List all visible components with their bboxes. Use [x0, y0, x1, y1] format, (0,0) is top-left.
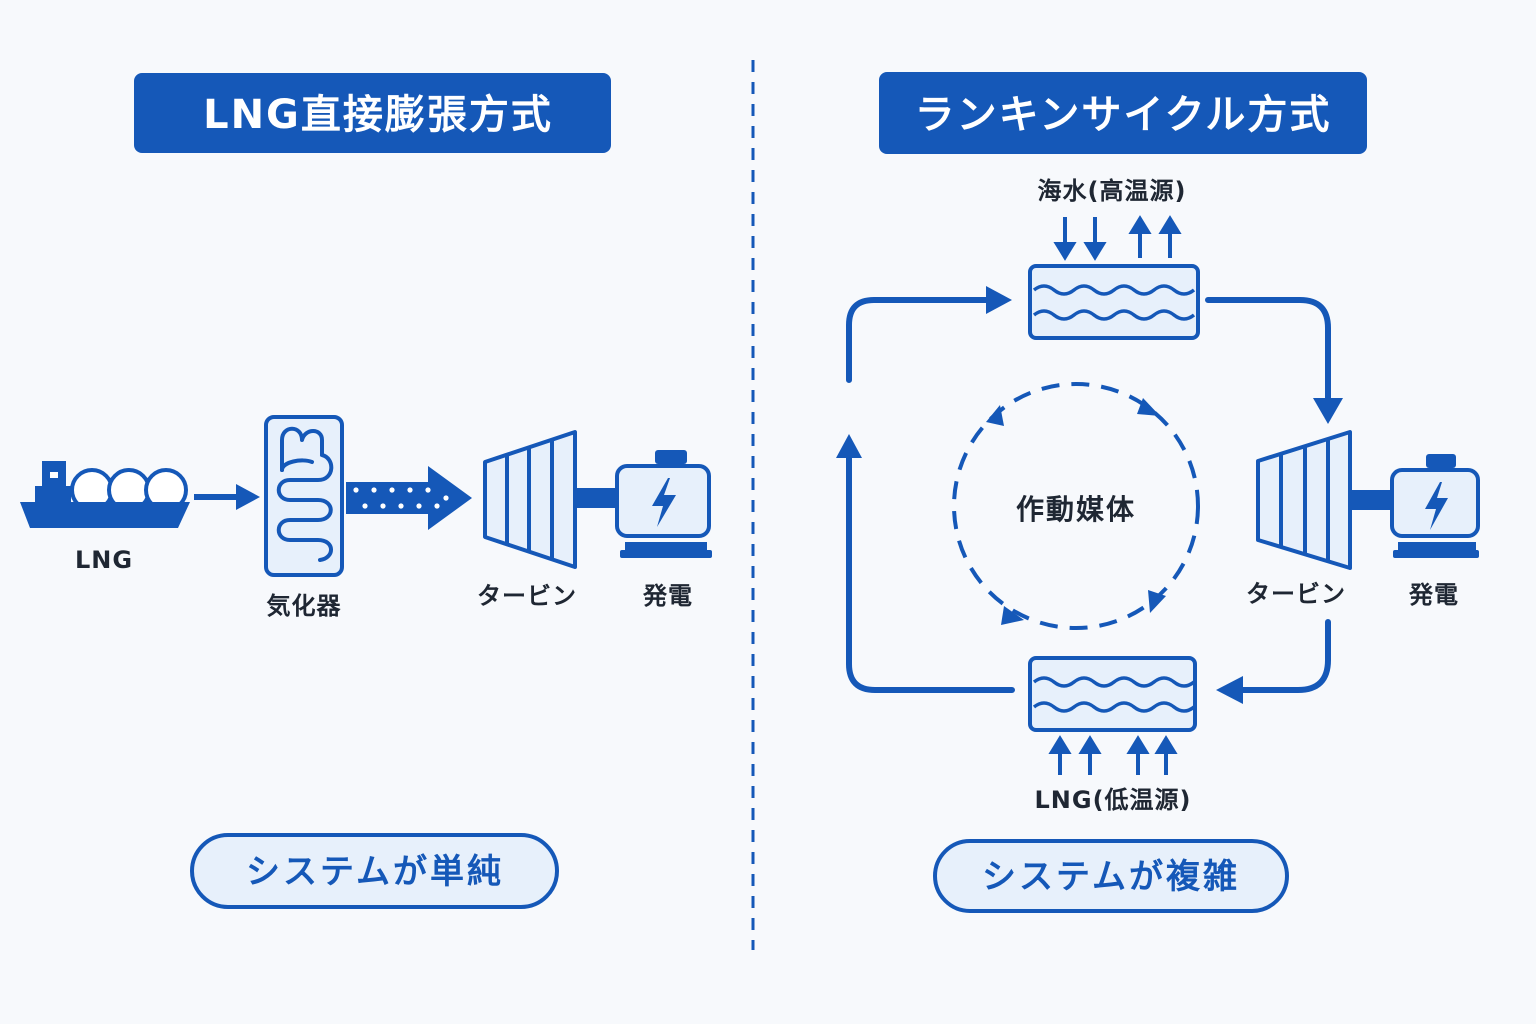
left-summary-badge: システムが単純	[190, 833, 559, 909]
left-summary-text: システムが単純	[246, 852, 504, 892]
heat-exchanger-icon	[1028, 264, 1200, 340]
vaporizer-label: 気化器	[267, 592, 342, 620]
right-title-banner: ランキンサイクル方式	[879, 72, 1367, 154]
lng-in-arrows	[1048, 735, 1178, 775]
cycle-arrowheads	[836, 286, 1343, 704]
left-title: LNG直接膨張方式	[203, 92, 553, 138]
shaft	[575, 488, 617, 508]
generator-icon	[1390, 454, 1480, 558]
turbine-icon	[1256, 430, 1352, 570]
seawater-in-arrows	[1053, 217, 1107, 261]
cycle-icon	[952, 382, 1200, 630]
right-title: ランキンサイクル方式	[915, 92, 1332, 138]
lightning-icon	[1425, 482, 1448, 530]
shaft	[1350, 490, 1392, 510]
right-turbine-label: タービン	[1246, 580, 1346, 608]
heat-exchanger-icon	[1028, 656, 1197, 732]
right-generator-label: 発電	[1408, 581, 1459, 609]
gas-flow-arrow	[346, 466, 472, 530]
flow-arrow-ship-to-vaporizer	[194, 484, 260, 510]
seawater-out-arrows	[1128, 215, 1182, 258]
lng-ship-label: LNG	[75, 546, 133, 574]
right-summary-badge: システムが複雑	[933, 839, 1289, 913]
lightning-icon	[652, 478, 676, 527]
vaporizer-icon	[264, 415, 344, 577]
right-summary-text: システムが複雑	[982, 857, 1240, 897]
left-turbine-label: タービン	[477, 582, 577, 610]
cycle-loop	[846, 297, 1331, 693]
turbine-icon	[483, 430, 577, 569]
left-title-banner: LNG直接膨張方式	[134, 73, 611, 153]
left-generator-label: 発電	[642, 582, 693, 610]
hot-source-label: 海水(高温源)	[1038, 177, 1187, 205]
generator-icon	[615, 450, 712, 558]
cold-source-label: LNG(低温源)	[1034, 786, 1191, 814]
working-medium-label: 作動媒体	[1016, 493, 1136, 526]
lng-ship-icon	[20, 461, 190, 528]
